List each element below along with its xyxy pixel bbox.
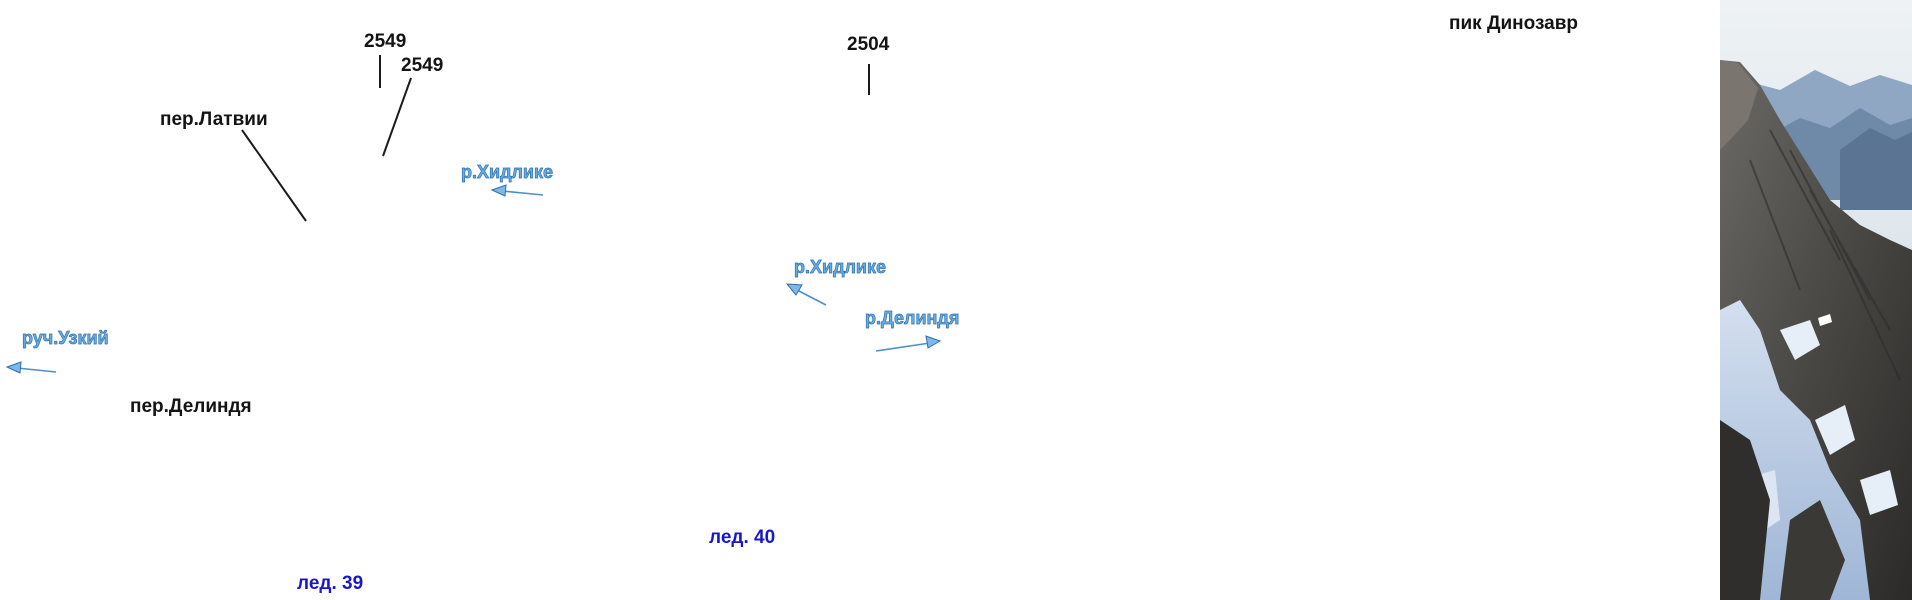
peak-label-2504: 2504 [847, 34, 890, 55]
pass-label-latvii: пер.Латвии [160, 109, 268, 130]
river-label-khidlike-2: р.Хидлике [794, 257, 886, 277]
peak-label-2549-a: 2549 [364, 31, 406, 52]
flow-arrow-khidlike-2 [785, 283, 827, 306]
pass-label-delindya: пер.Делиндя [130, 396, 252, 417]
map-overlay: 2549 2549 2504 пик Динозавр пер.Латвии п… [5, 13, 1578, 594]
leader-line-2549-b [382, 77, 412, 157]
peak-label-2549-b: 2549 [401, 55, 443, 76]
flow-arrow-delindya [875, 335, 942, 352]
river-label-khidlike-1: р.Хидлике [461, 162, 553, 182]
glacier-label-39: лед. 39 [297, 573, 363, 594]
flow-arrow-uzkiy [5, 361, 57, 374]
river-label-delindya: р.Делиндя [865, 308, 959, 328]
glacier-label-40: лед. 40 [709, 527, 775, 548]
leader-line-pass-latvii [241, 129, 307, 222]
peak-label-dinozavr: пик Динозавр [1449, 13, 1578, 34]
mountain-photo [1720, 0, 1912, 600]
flow-arrow-khidlike-1 [490, 184, 544, 197]
river-label-uzkiy: руч.Узкий [22, 328, 109, 348]
